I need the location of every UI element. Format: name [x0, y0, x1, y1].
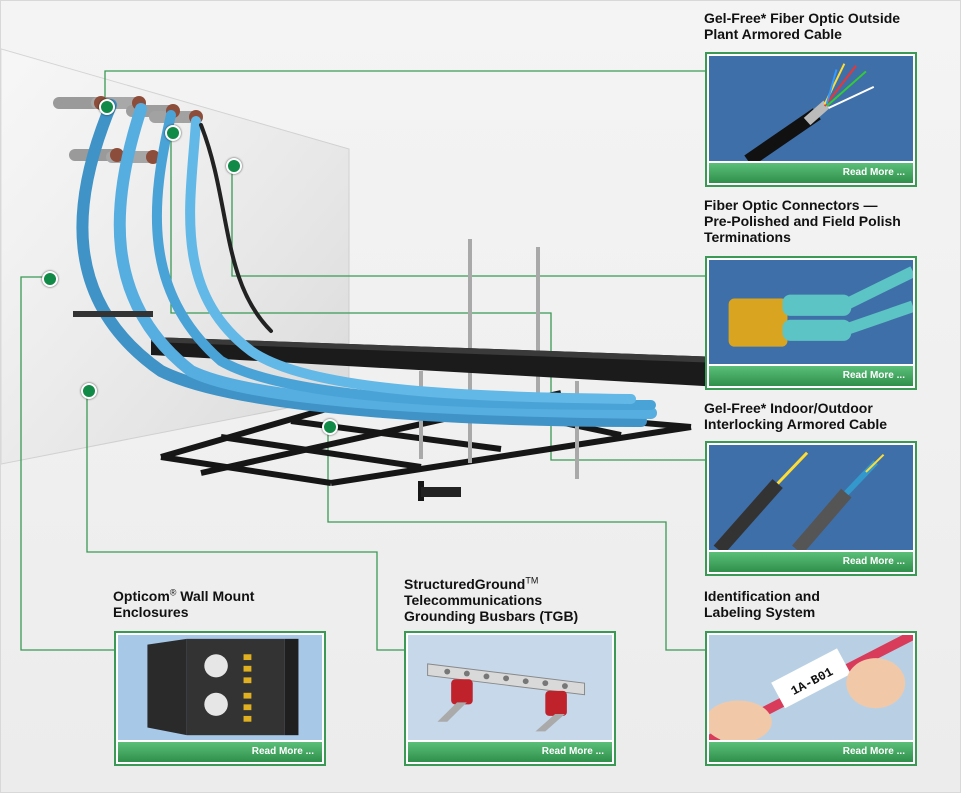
wall-mount-enclosure-image [118, 635, 322, 740]
leader-line-busbars [86, 389, 404, 651]
hotspot-fiber-connectors[interactable] [226, 158, 242, 174]
product-card-labeling[interactable]: 1A-B01 Read More ... [705, 631, 917, 766]
product-card-enclosures[interactable]: Read More ... [114, 631, 326, 766]
product-title-labeling: Identification and Labeling System [704, 588, 820, 620]
read-more-busbars[interactable]: Read More ... [408, 742, 612, 762]
leader-line-indoor-outdoor-cable [170, 131, 705, 461]
leader-line-labeling [327, 425, 705, 651]
product-card-osp-cable[interactable]: Read More ... [705, 52, 917, 187]
cable-strap [73, 311, 153, 317]
rack-floor-support [421, 487, 461, 497]
hotspot-indoor-outdoor-cable[interactable] [165, 125, 181, 141]
leader-line-osp-cable [104, 70, 705, 105]
hotspot-enclosures[interactable] [42, 271, 58, 287]
leader-line-fiber-connectors [231, 164, 705, 277]
hotspot-busbars[interactable] [81, 383, 97, 399]
product-title-busbars: StructuredGroundTM Telecommunications Gr… [404, 575, 579, 624]
overhead-raceway [151, 337, 721, 387]
grounding-busbar-image [408, 635, 612, 740]
product-card-fiber-connectors[interactable]: Read More ... [705, 256, 917, 390]
cable-bundle [76, 99, 657, 427]
hotspot-labeling[interactable] [322, 419, 338, 435]
armored-fiber-cable-image [709, 56, 913, 161]
leader-line-enclosures [20, 276, 114, 651]
product-title-enclosures: Opticom® Wall Mount Enclosures [113, 587, 255, 620]
read-more-enclosures[interactable]: Read More ... [118, 742, 322, 762]
read-more-fiber-connectors[interactable]: Read More ... [709, 366, 913, 386]
product-title-indoor-outdoor-cable: Gel-Free* Indoor/Outdoor Interlocking Ar… [704, 400, 888, 432]
interlocking-armored-cable-image [709, 445, 913, 550]
product-card-indoor-outdoor-cable[interactable]: Read More ... [705, 441, 917, 576]
product-title-osp-cable: Gel-Free* Fiber Optic Outside Plant Armo… [704, 10, 901, 42]
read-more-indoor-outdoor-cable[interactable]: Read More ... [709, 552, 913, 572]
read-more-osp-cable[interactable]: Read More ... [709, 163, 913, 183]
product-title-fiber-connectors: Fiber Optic Connectors — Pre-Polished an… [704, 197, 901, 245]
read-more-labeling[interactable]: Read More ... [709, 742, 913, 762]
hotspot-osp-cable[interactable] [99, 99, 115, 115]
fiber-connector-image [709, 260, 913, 364]
cable-label-image: 1A-B01 [709, 635, 913, 740]
product-card-busbars[interactable]: Read More ... [404, 631, 616, 766]
raceway-top-edge [151, 337, 721, 363]
